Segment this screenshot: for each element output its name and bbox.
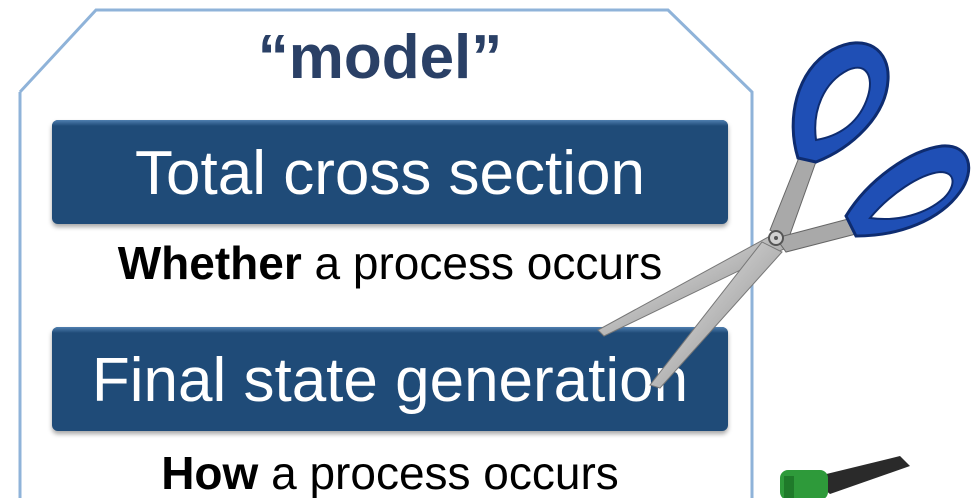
- scissors-icon: [597, 41, 971, 389]
- final-state-generation-box: Final state generation: [52, 327, 728, 431]
- whether-caption: Whether a process occurs: [40, 236, 740, 290]
- final-state-generation-label: Final state generation: [91, 346, 689, 415]
- how-caption-bold: How: [161, 447, 259, 498]
- whether-caption-bold: Whether: [117, 237, 302, 289]
- whether-caption-rest: a process occurs: [301, 237, 663, 289]
- total-cross-section-label: Total cross section: [135, 139, 645, 208]
- how-caption-rest: a process occurs: [258, 447, 619, 498]
- green-clip-icon: [780, 456, 910, 498]
- total-cross-section-box: Total cross section: [52, 120, 728, 224]
- model-title: “model”: [257, 23, 503, 92]
- how-caption: How a process occurs: [40, 446, 740, 498]
